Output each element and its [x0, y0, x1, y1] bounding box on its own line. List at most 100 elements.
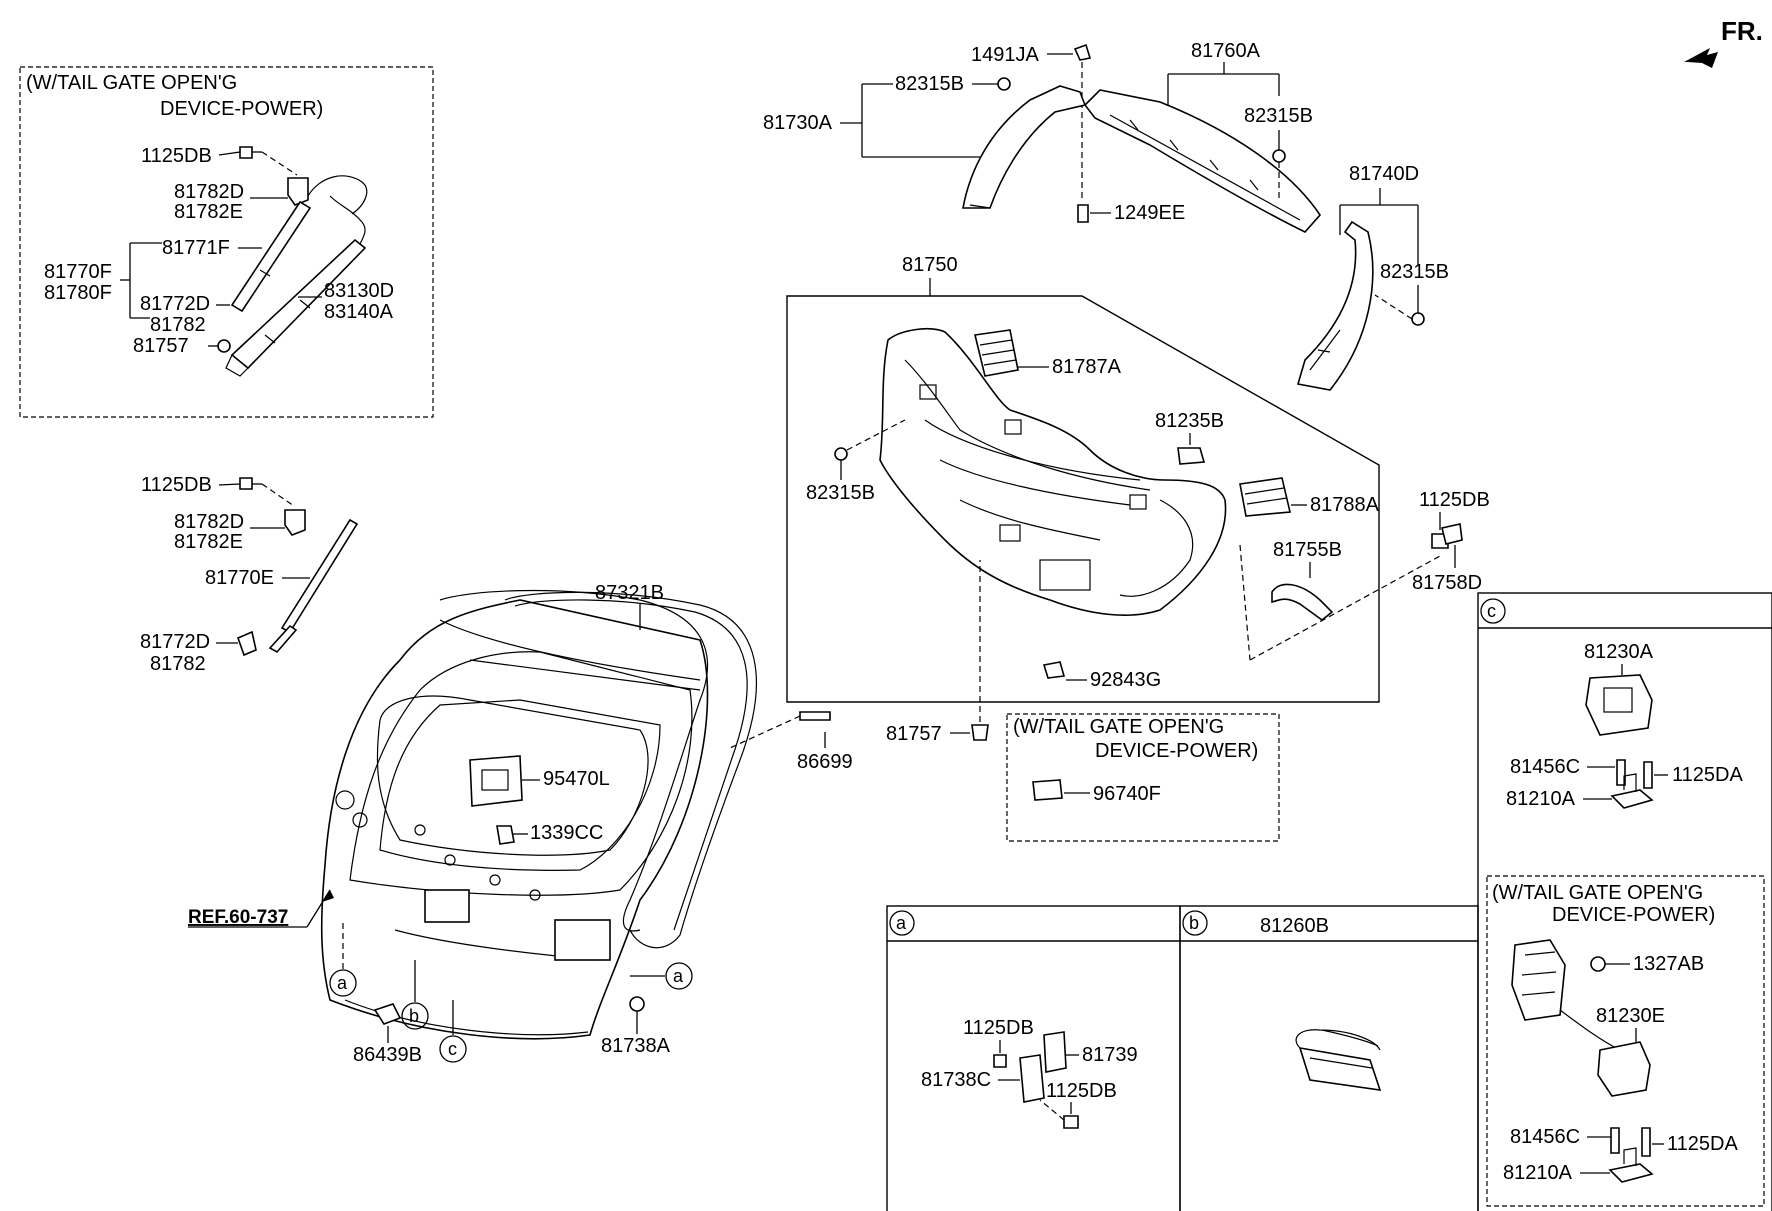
rear-window-opening-icon [376, 695, 649, 856]
label-82315B-a: 82315B [895, 73, 964, 95]
label-81456C-b: 81456C [1510, 1126, 1580, 1148]
label-82315B-b: 82315B [1244, 105, 1313, 127]
right-pillar-trim-icon [1296, 220, 1374, 391]
label-81738A: 81738A [601, 1035, 671, 1057]
label-1125DB-a2: 1125DB [1046, 1080, 1117, 1102]
front-arrow-icon [1684, 48, 1718, 68]
label-81782-manual: 81782 [150, 653, 206, 675]
label-81235B: 81235B [1155, 410, 1224, 432]
spindle-drive-icon [230, 238, 367, 370]
label-81782D-manual: 81782D [174, 511, 244, 533]
front-direction-indicator: FR. [1684, 16, 1763, 68]
tailgate-panel [320, 589, 757, 1040]
license-lamp-icon [1298, 1046, 1382, 1091]
label-81788A: 81788A [1310, 494, 1380, 516]
label-81758D: 81758D [1412, 572, 1482, 594]
label-81782: 81782 [150, 314, 206, 336]
clip-icon [1073, 43, 1092, 61]
label-1125DA-b: 1125DA [1667, 1133, 1738, 1155]
detail-panel-a: a 1125DB 81739 81738C 1125DB [886, 905, 1181, 1211]
label-81782E-manual: 81782E [174, 531, 243, 553]
option-box-power-opening: (W/TAIL GATE OPEN'G DEVICE-POWER) 1125DB… [19, 66, 434, 418]
nut-icon [1411, 312, 1425, 326]
bracket-icon [1043, 1031, 1067, 1073]
screw-icon [1077, 204, 1089, 223]
label-81260B: 81260B [1260, 915, 1329, 937]
bolt-icon [993, 1054, 1007, 1068]
pull-handle-icon [1271, 583, 1334, 622]
clip-icon [1042, 661, 1066, 679]
gas-strut-icon [280, 518, 359, 634]
option-box-frame [1006, 713, 1280, 842]
label-1327AB: 1327AB [1633, 953, 1704, 975]
switch-icon [1032, 779, 1063, 801]
label-1491JA: 1491JA [971, 44, 1039, 66]
inner-trim-box: 81750 81787A 81235B 82315B 81788A 81755B [786, 254, 1441, 703]
left-pillar-trim-icon [962, 85, 1087, 209]
weatherstrip-icon [504, 591, 757, 949]
marker-a-label: a [673, 966, 684, 986]
label-81210A-a: 81210A [1506, 788, 1576, 810]
label-1125DB-a1: 1125DB [963, 1017, 1034, 1039]
option-note-line2: DEVICE-POWER) [1095, 740, 1258, 762]
upper-trim-group: 1491JA 81760A 82315B 81730A 1249EE 82315… [763, 40, 1449, 391]
label-1339CC: 1339CC [530, 822, 603, 844]
label-96740F: 96740F [1093, 783, 1161, 805]
marker-b-label: b [409, 1006, 419, 1026]
label-82315B-c: 82315B [1380, 261, 1449, 283]
label-81772D-manual: 81772D [140, 631, 210, 653]
label-81782E: 81782E [174, 201, 243, 223]
label-81770E: 81770E [205, 567, 274, 589]
label-86699: 86699 [797, 751, 853, 773]
detail-c-frame [1477, 592, 1772, 1211]
bolt-icon [799, 711, 831, 721]
nut-icon [629, 996, 645, 1012]
detail-a-marker: a [896, 913, 907, 933]
marker-a-left: a [329, 920, 357, 997]
label-81760A: 81760A [1191, 40, 1261, 62]
latch-icon [1585, 674, 1653, 736]
label-83130D: 83130D [324, 280, 394, 302]
label-81757-center: 81757 [886, 723, 942, 745]
label-92843G: 92843G [1090, 669, 1161, 691]
power-strut-icon [230, 200, 312, 313]
option-note-line1: (W/TAIL GATE OPEN'G [1013, 716, 1224, 738]
bolt-icon [1063, 1115, 1079, 1129]
label-81755B: 81755B [1273, 539, 1342, 561]
label-81770F: 81770F [44, 261, 112, 283]
option-box-frame [19, 66, 434, 418]
detail-c-marker: c [1487, 601, 1496, 621]
upper-header-trim-icon [1083, 89, 1322, 233]
label-1125DB: 1125DB [141, 145, 212, 167]
label-83140A: 83140A [324, 301, 394, 323]
option-box-power-center: (W/TAIL GATE OPEN'G DEVICE-POWER) 96740F [1006, 713, 1280, 842]
marker-c-label: c [448, 1039, 457, 1059]
label-81739: 81739 [1082, 1044, 1138, 1066]
label-81210A-b: 81210A [1503, 1162, 1573, 1184]
bolt-icon [239, 477, 253, 490]
label-81780F: 81780F [44, 282, 112, 304]
label-1249EE: 1249EE [1114, 202, 1185, 224]
clip-icon [1177, 447, 1206, 465]
option-note-line1: (W/TAIL GATE OPEN'G [26, 72, 237, 94]
clip-icon [496, 825, 515, 845]
marker-a-label: a [337, 973, 348, 993]
license-plate-lamp-icon [424, 889, 470, 923]
bracket-icon [1019, 1054, 1045, 1103]
detail-b-marker: b [1189, 913, 1199, 933]
label-81757: 81757 [133, 335, 189, 357]
label-81230A: 81230A [1584, 641, 1654, 663]
inner-trim-box-frame [786, 295, 1380, 703]
label-81772D: 81772D [140, 293, 210, 315]
option-note-line1: (W/TAIL GATE OPEN'G [1492, 882, 1703, 904]
label-81782D: 81782D [174, 181, 244, 203]
bolt-icon [1616, 759, 1626, 786]
label-1125DB-right: 1125DB [1419, 489, 1490, 511]
bolt-icon [1643, 761, 1653, 789]
bracket-icon [236, 630, 257, 657]
tailgate-inner-trim-icon [879, 328, 1227, 616]
label-81787A: 81787A [1052, 356, 1122, 378]
label-87321B: 87321B [595, 582, 664, 604]
nut-icon [217, 339, 231, 353]
